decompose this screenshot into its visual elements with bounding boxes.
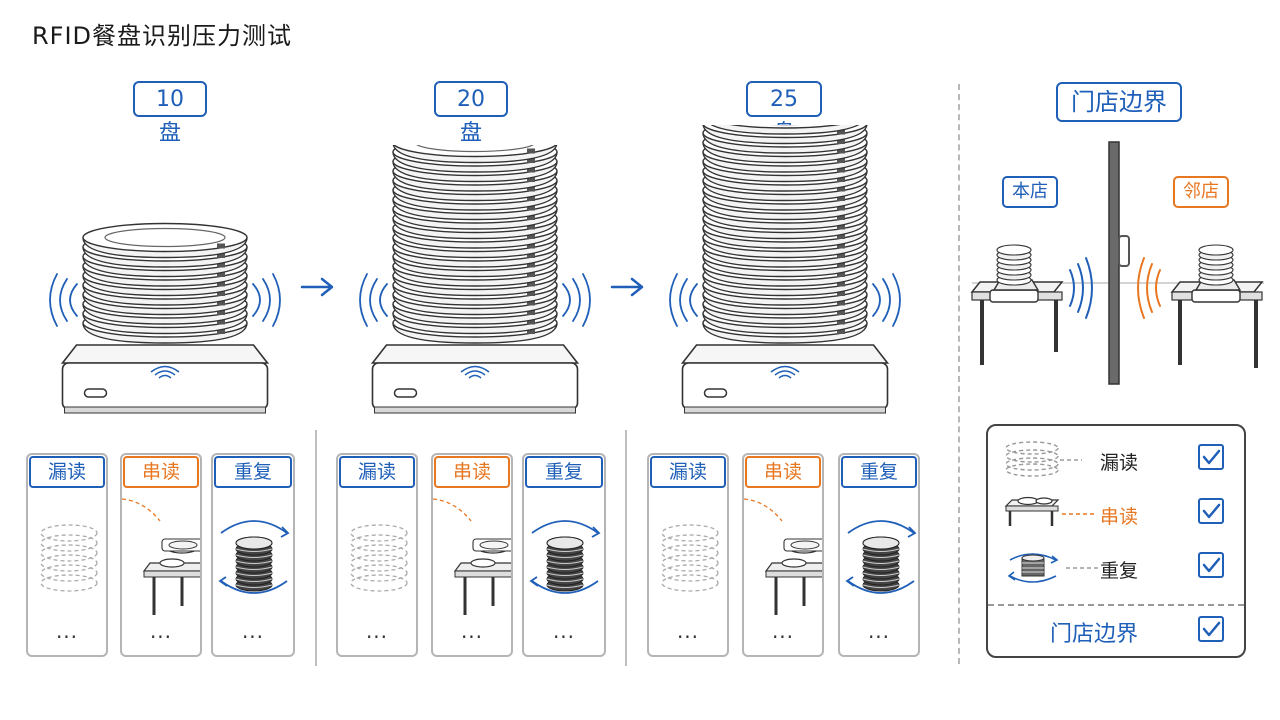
more-ellipsis: ... bbox=[676, 619, 700, 643]
own-store-label: 本店 bbox=[1002, 176, 1058, 208]
issue-card: 重复... bbox=[522, 453, 606, 657]
stage-count-label: 20盘 bbox=[434, 81, 508, 146]
signal-waves-icon bbox=[669, 273, 901, 327]
boundary-title: 门店边界 bbox=[1056, 82, 1182, 122]
issue-card: 重复... bbox=[211, 453, 295, 657]
issue-card: 漏读... bbox=[336, 453, 418, 657]
plate bbox=[1198, 244, 1234, 256]
right-arrow-icon bbox=[300, 277, 334, 297]
rfid-reader-base-icon bbox=[60, 344, 270, 414]
plate-stack-on-reader bbox=[669, 125, 901, 414]
page-title: RFID餐盘识别压力测试 bbox=[32, 22, 293, 50]
section-divider bbox=[315, 430, 317, 666]
legend-label: 重复 bbox=[1100, 560, 1139, 582]
neighbor-store-table-icon bbox=[1170, 279, 1264, 368]
issue-card-label: 重复 bbox=[841, 456, 917, 488]
legend-checkbox[interactable] bbox=[1198, 552, 1224, 578]
signal-waves-icon bbox=[359, 273, 591, 327]
section-divider bbox=[625, 430, 627, 666]
interference-waves-icon bbox=[1137, 257, 1161, 319]
legend-row-missed-read: 漏读 bbox=[988, 438, 1244, 482]
legend-separator bbox=[988, 604, 1244, 606]
legend-boundary-checkbox[interactable] bbox=[1198, 616, 1224, 642]
legend-row-duplicate: 重复 bbox=[988, 546, 1244, 590]
issue-card: 串读... bbox=[120, 453, 202, 657]
issue-card: 串读... bbox=[431, 453, 513, 657]
issue-card-label: 漏读 bbox=[339, 456, 415, 488]
stage-count-label: 10盘 bbox=[133, 81, 207, 146]
rotating-stack-icon bbox=[1007, 553, 1098, 583]
legend-row-cross-read: 串读 bbox=[988, 492, 1244, 536]
more-ellipsis: ... bbox=[55, 619, 79, 643]
issue-card-label: 串读 bbox=[434, 456, 510, 488]
more-ellipsis: ... bbox=[149, 619, 173, 643]
stage-count-label: 25盘 bbox=[746, 81, 822, 146]
issue-card-label: 重复 bbox=[525, 456, 603, 488]
legend-checkbox[interactable] bbox=[1198, 444, 1224, 470]
faded-stack-icon bbox=[661, 524, 719, 592]
issue-card: 重复... bbox=[838, 453, 920, 657]
check-icon bbox=[1202, 621, 1221, 637]
boundary-divider bbox=[958, 84, 960, 664]
rotating-stack-icon bbox=[218, 520, 290, 594]
faded-stack-icon bbox=[40, 524, 98, 592]
rfid-reader-base-icon bbox=[680, 344, 890, 414]
neighbor-store-label: 邻店 bbox=[1173, 176, 1229, 208]
legend-label: 串读 bbox=[1100, 506, 1139, 528]
more-ellipsis: ... bbox=[460, 619, 484, 643]
rotating-stack-icon bbox=[529, 520, 601, 594]
more-ellipsis: ... bbox=[552, 619, 576, 643]
plate-stack-on-reader bbox=[359, 145, 591, 414]
own-store-table-icon bbox=[970, 279, 1064, 365]
rotating-stack-icon bbox=[845, 520, 917, 594]
plate bbox=[996, 244, 1032, 256]
right-arrow-icon bbox=[610, 277, 644, 297]
legend-label: 漏读 bbox=[1100, 452, 1139, 474]
plate bbox=[710, 125, 860, 135]
check-icon bbox=[1202, 449, 1221, 465]
issue-card: 串读... bbox=[742, 453, 824, 657]
neighbor-store-plate-stack-icon bbox=[1198, 244, 1234, 286]
issue-card: 漏读... bbox=[647, 453, 729, 657]
partition-wall-icon bbox=[1108, 141, 1130, 385]
rfid-reader-base-icon bbox=[370, 344, 580, 414]
issue-card-label: 串读 bbox=[123, 456, 199, 488]
signal-waves-icon bbox=[49, 273, 281, 327]
table-cross-read-icon bbox=[122, 498, 200, 615]
issue-card-label: 串读 bbox=[745, 456, 821, 488]
plate-stack-on-reader bbox=[49, 222, 281, 414]
issue-card-label: 漏读 bbox=[29, 456, 105, 488]
issue-card-label: 漏读 bbox=[650, 456, 726, 488]
store-boundary-scene bbox=[970, 141, 1264, 385]
check-icon bbox=[1202, 503, 1221, 519]
faded-stack-icon bbox=[350, 524, 408, 592]
signal-waves-icon bbox=[1069, 257, 1093, 319]
more-ellipsis: ... bbox=[771, 619, 795, 643]
more-ellipsis: ... bbox=[365, 619, 389, 643]
legend-box: 漏读 串读 重复 门店边界 bbox=[986, 424, 1246, 658]
more-ellipsis: ... bbox=[867, 619, 891, 643]
table-cross-read-icon bbox=[433, 498, 511, 615]
plate-well bbox=[416, 145, 534, 153]
issue-card: 漏读... bbox=[26, 453, 108, 657]
check-icon bbox=[1202, 557, 1221, 573]
table-cross-read-icon bbox=[744, 498, 822, 615]
plate-well bbox=[104, 227, 226, 248]
more-ellipsis: ... bbox=[241, 619, 265, 643]
faded-stack-icon bbox=[1005, 441, 1082, 477]
issue-card-label: 重复 bbox=[214, 456, 292, 488]
legend-boundary-label: 门店边界 bbox=[1050, 622, 1139, 647]
legend-checkbox[interactable] bbox=[1198, 498, 1224, 524]
table-cross-read-icon bbox=[1004, 496, 1094, 526]
own-store-plate-stack-icon bbox=[996, 244, 1032, 286]
